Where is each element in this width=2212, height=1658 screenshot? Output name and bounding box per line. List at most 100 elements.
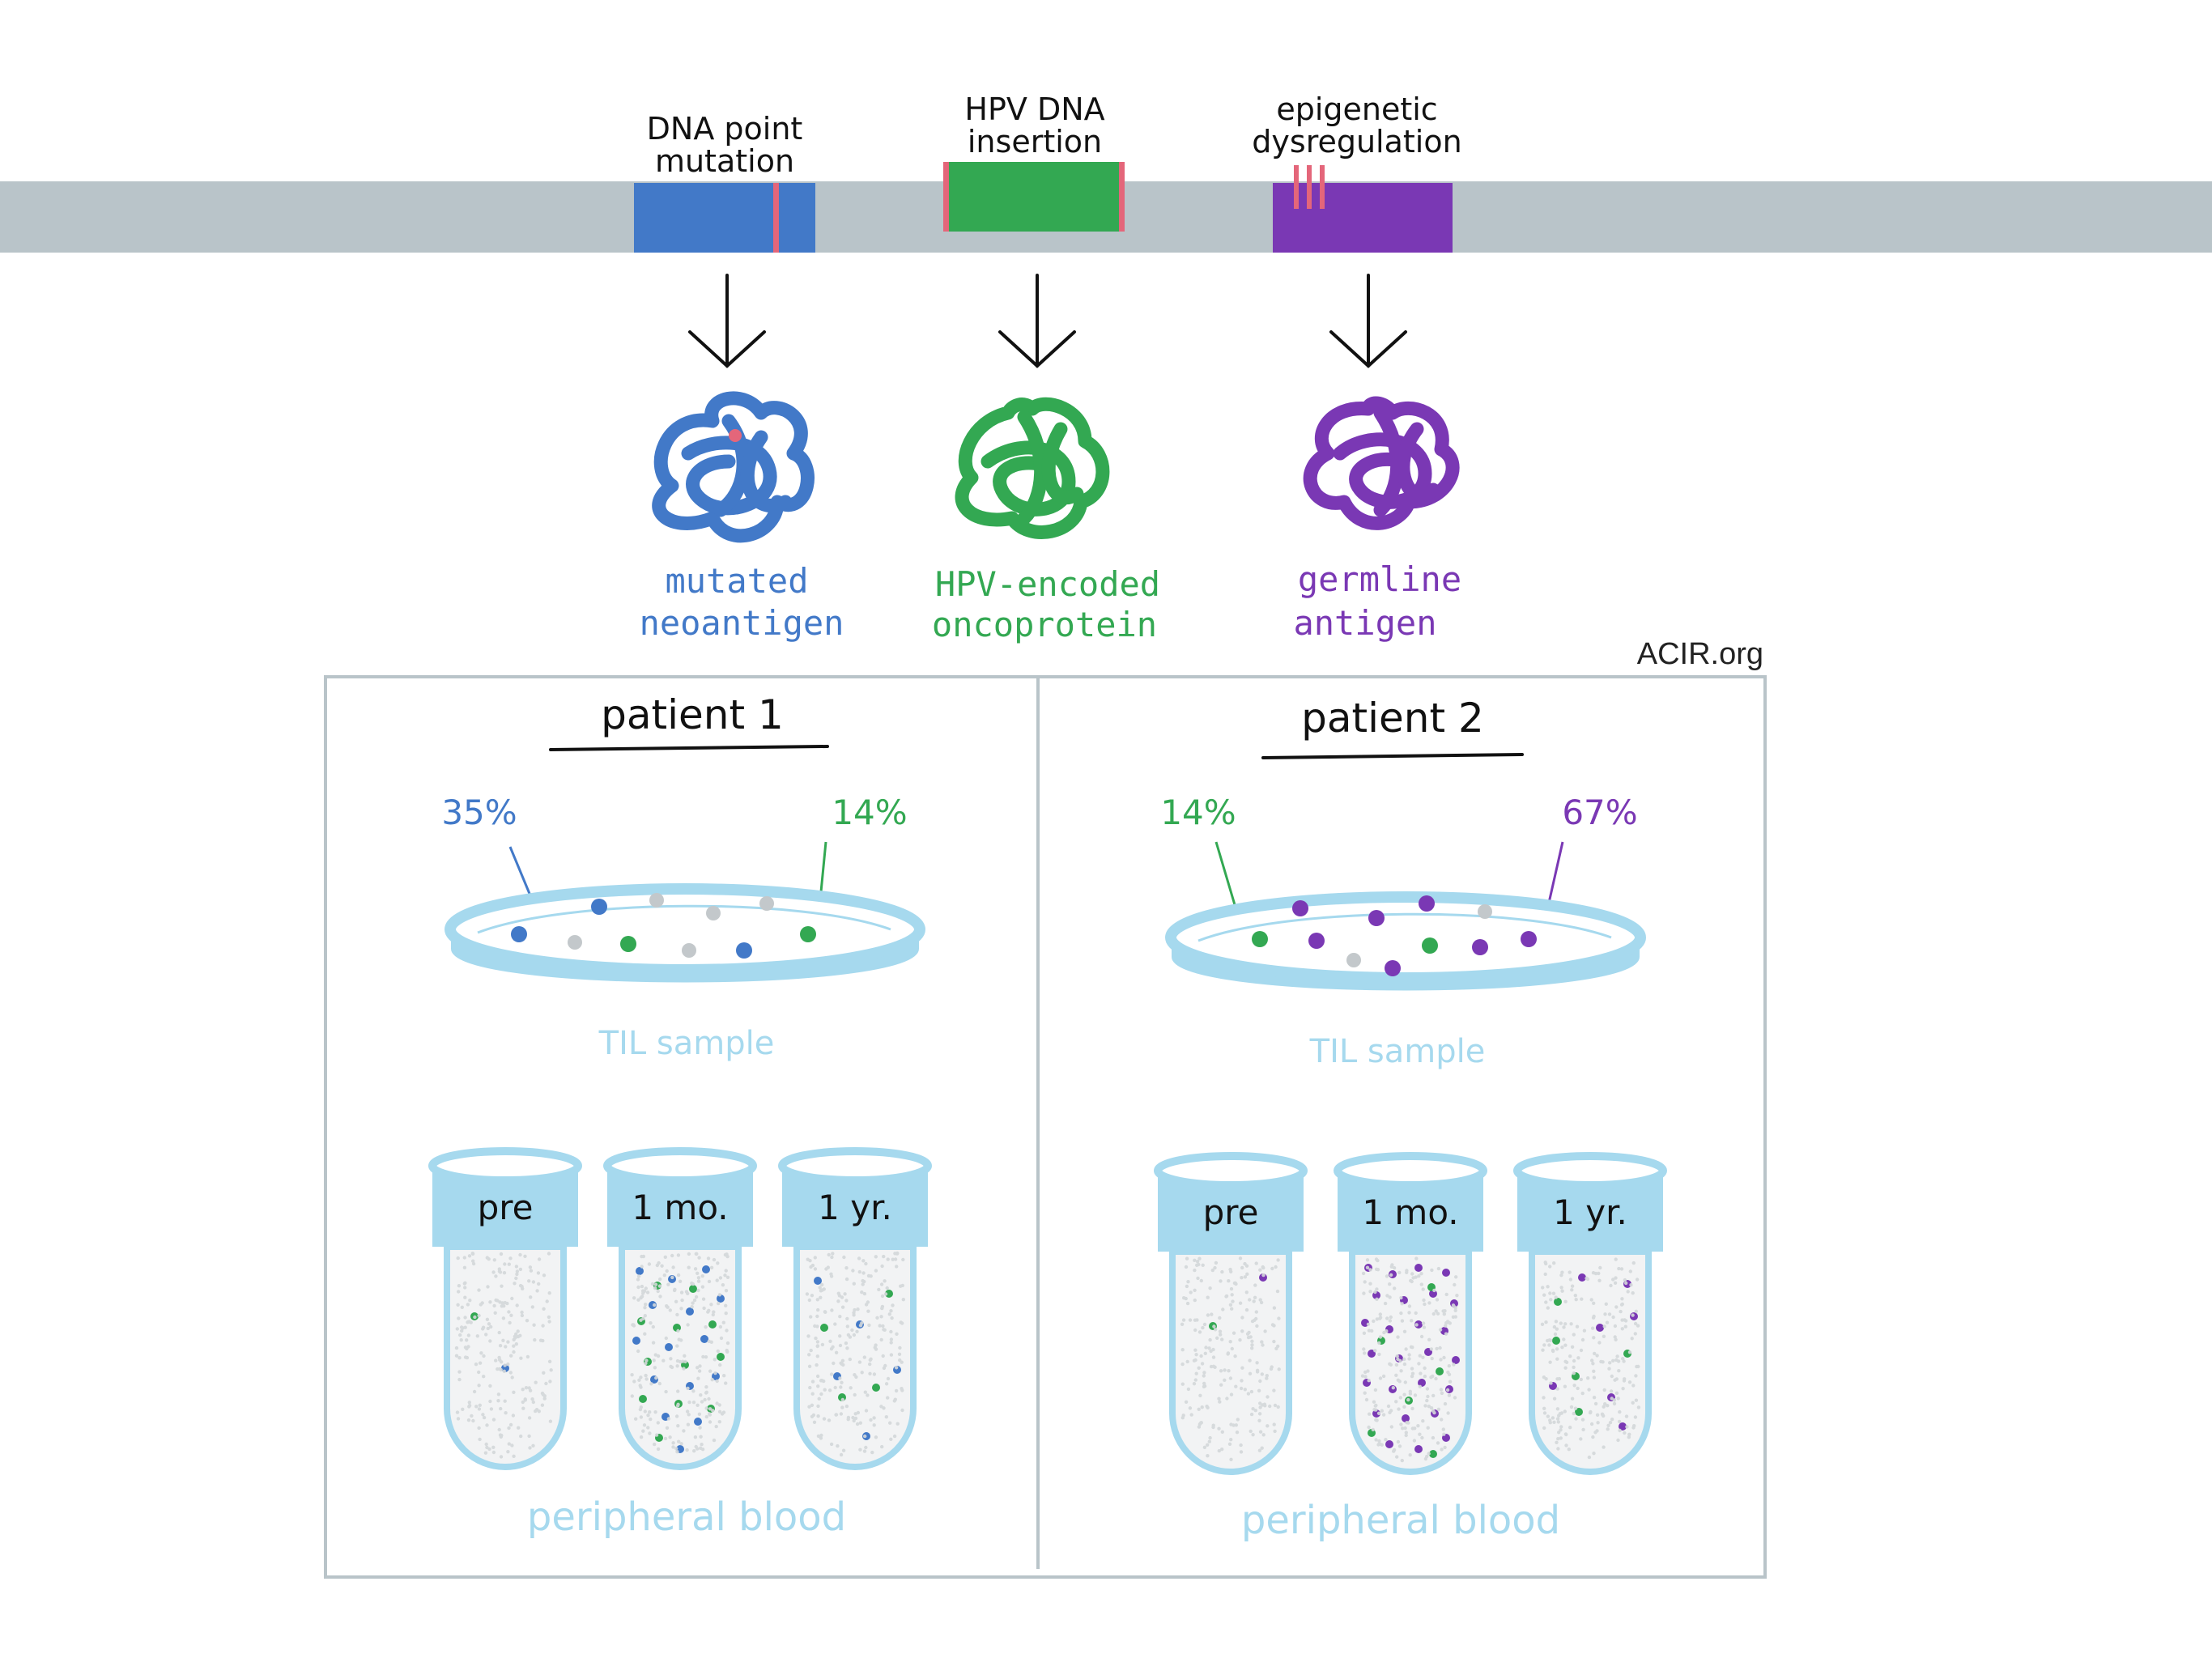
speckle [1442,1355,1446,1360]
speckle [815,1314,819,1319]
speckle [1546,1414,1551,1418]
speckle [542,1397,547,1401]
speckle [1563,1366,1568,1370]
speckle [884,1382,889,1386]
speckle [1403,1380,1408,1384]
speckle [1612,1398,1617,1402]
speckle [666,1305,670,1309]
speckle [1620,1297,1624,1301]
speckle [496,1299,500,1303]
speckle [1208,1337,1212,1342]
speckle [507,1262,511,1266]
speckle [889,1341,893,1345]
speckle [1364,1397,1369,1402]
speckle [462,1256,466,1260]
speckle [472,1389,477,1394]
speckle [1405,1269,1409,1273]
speckle [1631,1291,1635,1295]
speckle [1552,1324,1557,1329]
speckle [1220,1269,1224,1274]
speckle [462,1282,466,1286]
speckle [1555,1417,1560,1421]
speckle [643,1306,647,1310]
speckle [897,1352,902,1357]
speckle [724,1289,729,1293]
speckle [1258,1298,1262,1302]
speckle [531,1280,536,1284]
speckle [840,1362,844,1367]
speckle [1193,1288,1197,1293]
speckle [1239,1450,1244,1454]
speckle [1399,1295,1403,1300]
antigen-labels: mutated neoantigen HPV-encoded oncoprote… [640,559,1462,644]
speckle [1634,1398,1639,1402]
speckle [521,1388,525,1392]
speckle [676,1389,680,1393]
speckle [1180,1322,1185,1327]
speckle [630,1394,634,1398]
speckle [900,1387,904,1391]
speckle [1554,1295,1558,1299]
speckle [895,1265,899,1269]
speckle [1563,1322,1568,1326]
speckle [853,1373,857,1377]
speckle [704,1325,708,1329]
speckle [638,1407,643,1412]
speckle [676,1424,680,1428]
speckle [723,1273,727,1278]
speckle [717,1409,722,1414]
speckle [691,1301,695,1305]
speckle [1585,1276,1589,1281]
speckle [503,1399,507,1403]
speckle [643,1409,647,1414]
speckle [845,1324,850,1329]
speckle [521,1400,525,1405]
speckle [860,1290,864,1295]
speckle [1227,1442,1232,1447]
speckle [1609,1283,1613,1288]
speckle [1420,1435,1424,1440]
hpv-insertion-label-1: HPV DNA [964,91,1104,127]
speckle [1375,1297,1379,1302]
speckle [537,1409,541,1414]
speckle [844,1277,849,1282]
speckle [1193,1268,1197,1273]
speckle [533,1337,537,1342]
speckle [671,1445,675,1449]
speckle [1568,1278,1573,1282]
speckle [832,1361,836,1366]
speckle [725,1350,730,1354]
speckle [1559,1436,1563,1440]
speckle [679,1290,684,1295]
speckle [1417,1362,1421,1366]
speckle [1253,1283,1257,1287]
speckle [807,1405,811,1409]
speckle [721,1320,725,1324]
tube-label: pre [478,1188,534,1227]
speckle [698,1364,702,1368]
speckle [669,1364,673,1369]
speckle [497,1330,501,1335]
speckle [1592,1452,1596,1456]
speckle [882,1328,886,1332]
speckle [697,1256,701,1260]
speckle [504,1345,508,1349]
speckle [1254,1310,1259,1314]
percent-label: 14% [832,793,907,832]
speckle [810,1294,815,1298]
speckle [1219,1279,1223,1283]
speckle [1231,1331,1236,1335]
speckle [1631,1426,1636,1430]
speckle [1211,1364,1216,1369]
speckle [1220,1430,1225,1435]
speckle [1570,1345,1575,1350]
speckle [1619,1267,1624,1271]
speckle [487,1322,491,1326]
speckle [640,1284,644,1289]
speckle [1362,1331,1367,1336]
speckle [656,1289,660,1294]
speckle [1367,1379,1371,1383]
speckle [831,1345,835,1350]
speckle [1243,1275,1248,1279]
speckle [895,1332,899,1337]
